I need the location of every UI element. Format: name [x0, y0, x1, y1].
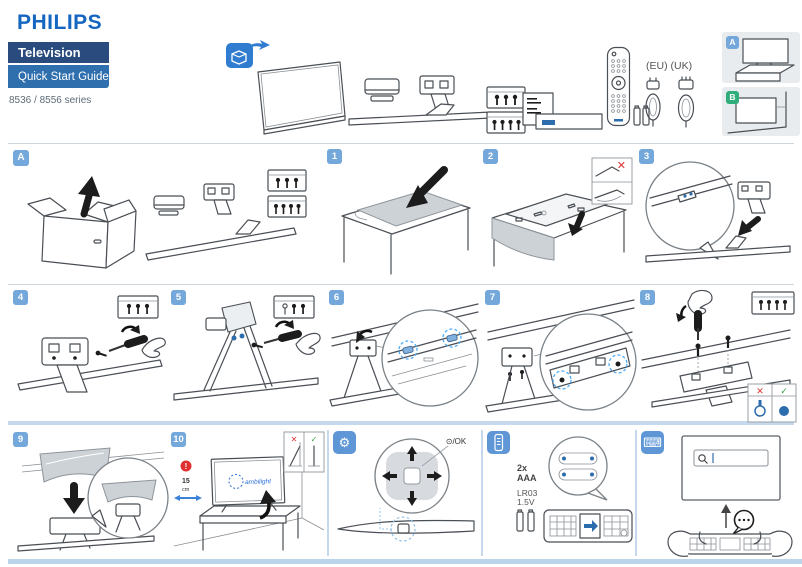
- step-5-illustration-screw-column: [173, 295, 321, 401]
- philips-logo: PHILIPS: [17, 11, 103, 34]
- screw-pack-4: [486, 111, 526, 134]
- distance-unit: cm: [182, 487, 190, 493]
- step-6-illustration-hook-stand: [329, 303, 479, 407]
- battery-icon: [516, 509, 535, 532]
- section-a-badge: A: [13, 150, 29, 166]
- step-2-badge: 2: [483, 149, 498, 164]
- region-label: (EU) (UK): [646, 60, 693, 72]
- unbox-icon: [226, 40, 270, 68]
- step-6-badge: 6: [329, 290, 344, 305]
- hook-tab-right: [442, 328, 462, 348]
- remote-back-illustration: [543, 509, 633, 543]
- screw-highlight-right: [608, 354, 628, 374]
- speech-bubble-icon: [732, 509, 755, 535]
- check-icon: ✓: [311, 435, 318, 444]
- keyboard-icon: ⌨: [641, 431, 664, 454]
- step-10-badge: 10: [171, 432, 186, 447]
- power-cords-eu-uk: [645, 76, 695, 128]
- cross-icon: ✕: [291, 435, 298, 444]
- ambilight-logo: ambilight: [245, 478, 272, 486]
- tv-with-ambilight: ambilight: [210, 456, 286, 513]
- documents-and-accessory-box: [522, 92, 603, 130]
- doc-title: Quick Start Guide: [18, 70, 109, 83]
- column-separator-3: [635, 430, 637, 556]
- warning-icon: !: [180, 460, 192, 472]
- step-9-badge: 9: [13, 432, 28, 447]
- distance-value: 15: [182, 478, 190, 485]
- mount-option-b-badge: B: [726, 91, 739, 104]
- gear-glyph: ⚙: [338, 434, 351, 450]
- battery-orientation-bubble: [548, 436, 608, 501]
- search-icon: [698, 454, 708, 464]
- screw-pack-3: [486, 86, 526, 109]
- battery-voltage: 1.5V: [517, 497, 535, 507]
- battery-type: LR03: [517, 488, 538, 498]
- step-8-badge: 8: [640, 290, 655, 305]
- battery-count: 2x: [517, 463, 528, 473]
- row-separator-3: [8, 421, 794, 425]
- step-10-illustration-place-tv: ambilight ! 15 cm ✕ ✓: [173, 431, 325, 551]
- remote-control-illustration: [606, 46, 631, 127]
- tv-on-furniture-illustration: [735, 38, 795, 82]
- search-panel-illustration: [667, 435, 793, 557]
- cross-icon: ✕: [756, 386, 764, 396]
- distance-arrow: [174, 495, 202, 501]
- step-7-badge: 7: [485, 290, 500, 305]
- column-separator-2: [481, 430, 483, 556]
- row-separator-1: [8, 143, 794, 144]
- step-1-illustration-blanket-on-table: [341, 166, 471, 275]
- open-box-illustration: [27, 176, 137, 269]
- column-separator-1: [327, 430, 329, 556]
- search-input: [693, 449, 769, 467]
- step-8-torque-inset: ✕ ✓: [747, 383, 797, 423]
- product-name: Television: [18, 45, 81, 60]
- remote-glyph: [494, 433, 504, 452]
- step-5-badge: 5: [171, 290, 186, 305]
- mount-option-a-panel: [722, 32, 800, 83]
- step-3-badge: 3: [639, 149, 654, 164]
- step-9-illustration-attach-cover: [17, 447, 169, 552]
- tv-panel-illustration: [257, 61, 346, 135]
- step-4-illustration-screw-bracket: [17, 295, 166, 393]
- battery-size: AAA: [517, 473, 537, 483]
- tv-wall-mounted-illustration: [727, 91, 787, 134]
- footer-accent-bar: [8, 559, 802, 564]
- svg-text:!: !: [185, 462, 188, 471]
- step-7-illustration-align-screws: [485, 299, 637, 413]
- cross-icon: ✕: [617, 160, 626, 172]
- screw-highlight-left: [552, 370, 572, 390]
- stand-parts-set-illustration: [145, 169, 307, 261]
- check-icon: ✓: [780, 386, 788, 396]
- joystick-panel-illustration: ⊙/OK: [337, 437, 475, 542]
- stand-base-bar-part: [348, 103, 492, 126]
- joystick-arrows: [382, 446, 442, 506]
- doc-title-band: Quick Start Guide: [8, 65, 109, 88]
- step-2-illustration-tv-facedown: ✕: [491, 157, 633, 267]
- step-3-illustration-attach-bracket: [645, 161, 791, 263]
- step-2-warning-inset: ✕: [591, 157, 633, 205]
- joystick-label: ⊙/OK: [446, 437, 467, 446]
- step-8-illustration-fasten-screws: ✕ ✓: [641, 289, 797, 423]
- remote-icon: [487, 431, 510, 454]
- bracket-part: [737, 181, 771, 214]
- step-1-badge: 1: [327, 149, 342, 164]
- stand-bracket-part: [419, 75, 455, 111]
- settings-gear-icon: ⚙: [333, 431, 356, 454]
- step-10-upright-inset: ✕ ✓: [283, 431, 325, 473]
- keyboard-glyph: ⌨: [643, 434, 662, 450]
- row-separator-2: [8, 284, 794, 285]
- product-band: Television: [8, 42, 109, 63]
- stand-neck-part: [364, 78, 400, 102]
- series-label: 8536 / 8556 series: [9, 95, 92, 106]
- step-4-badge: 4: [13, 290, 28, 305]
- mount-option-a-badge: A: [726, 36, 739, 49]
